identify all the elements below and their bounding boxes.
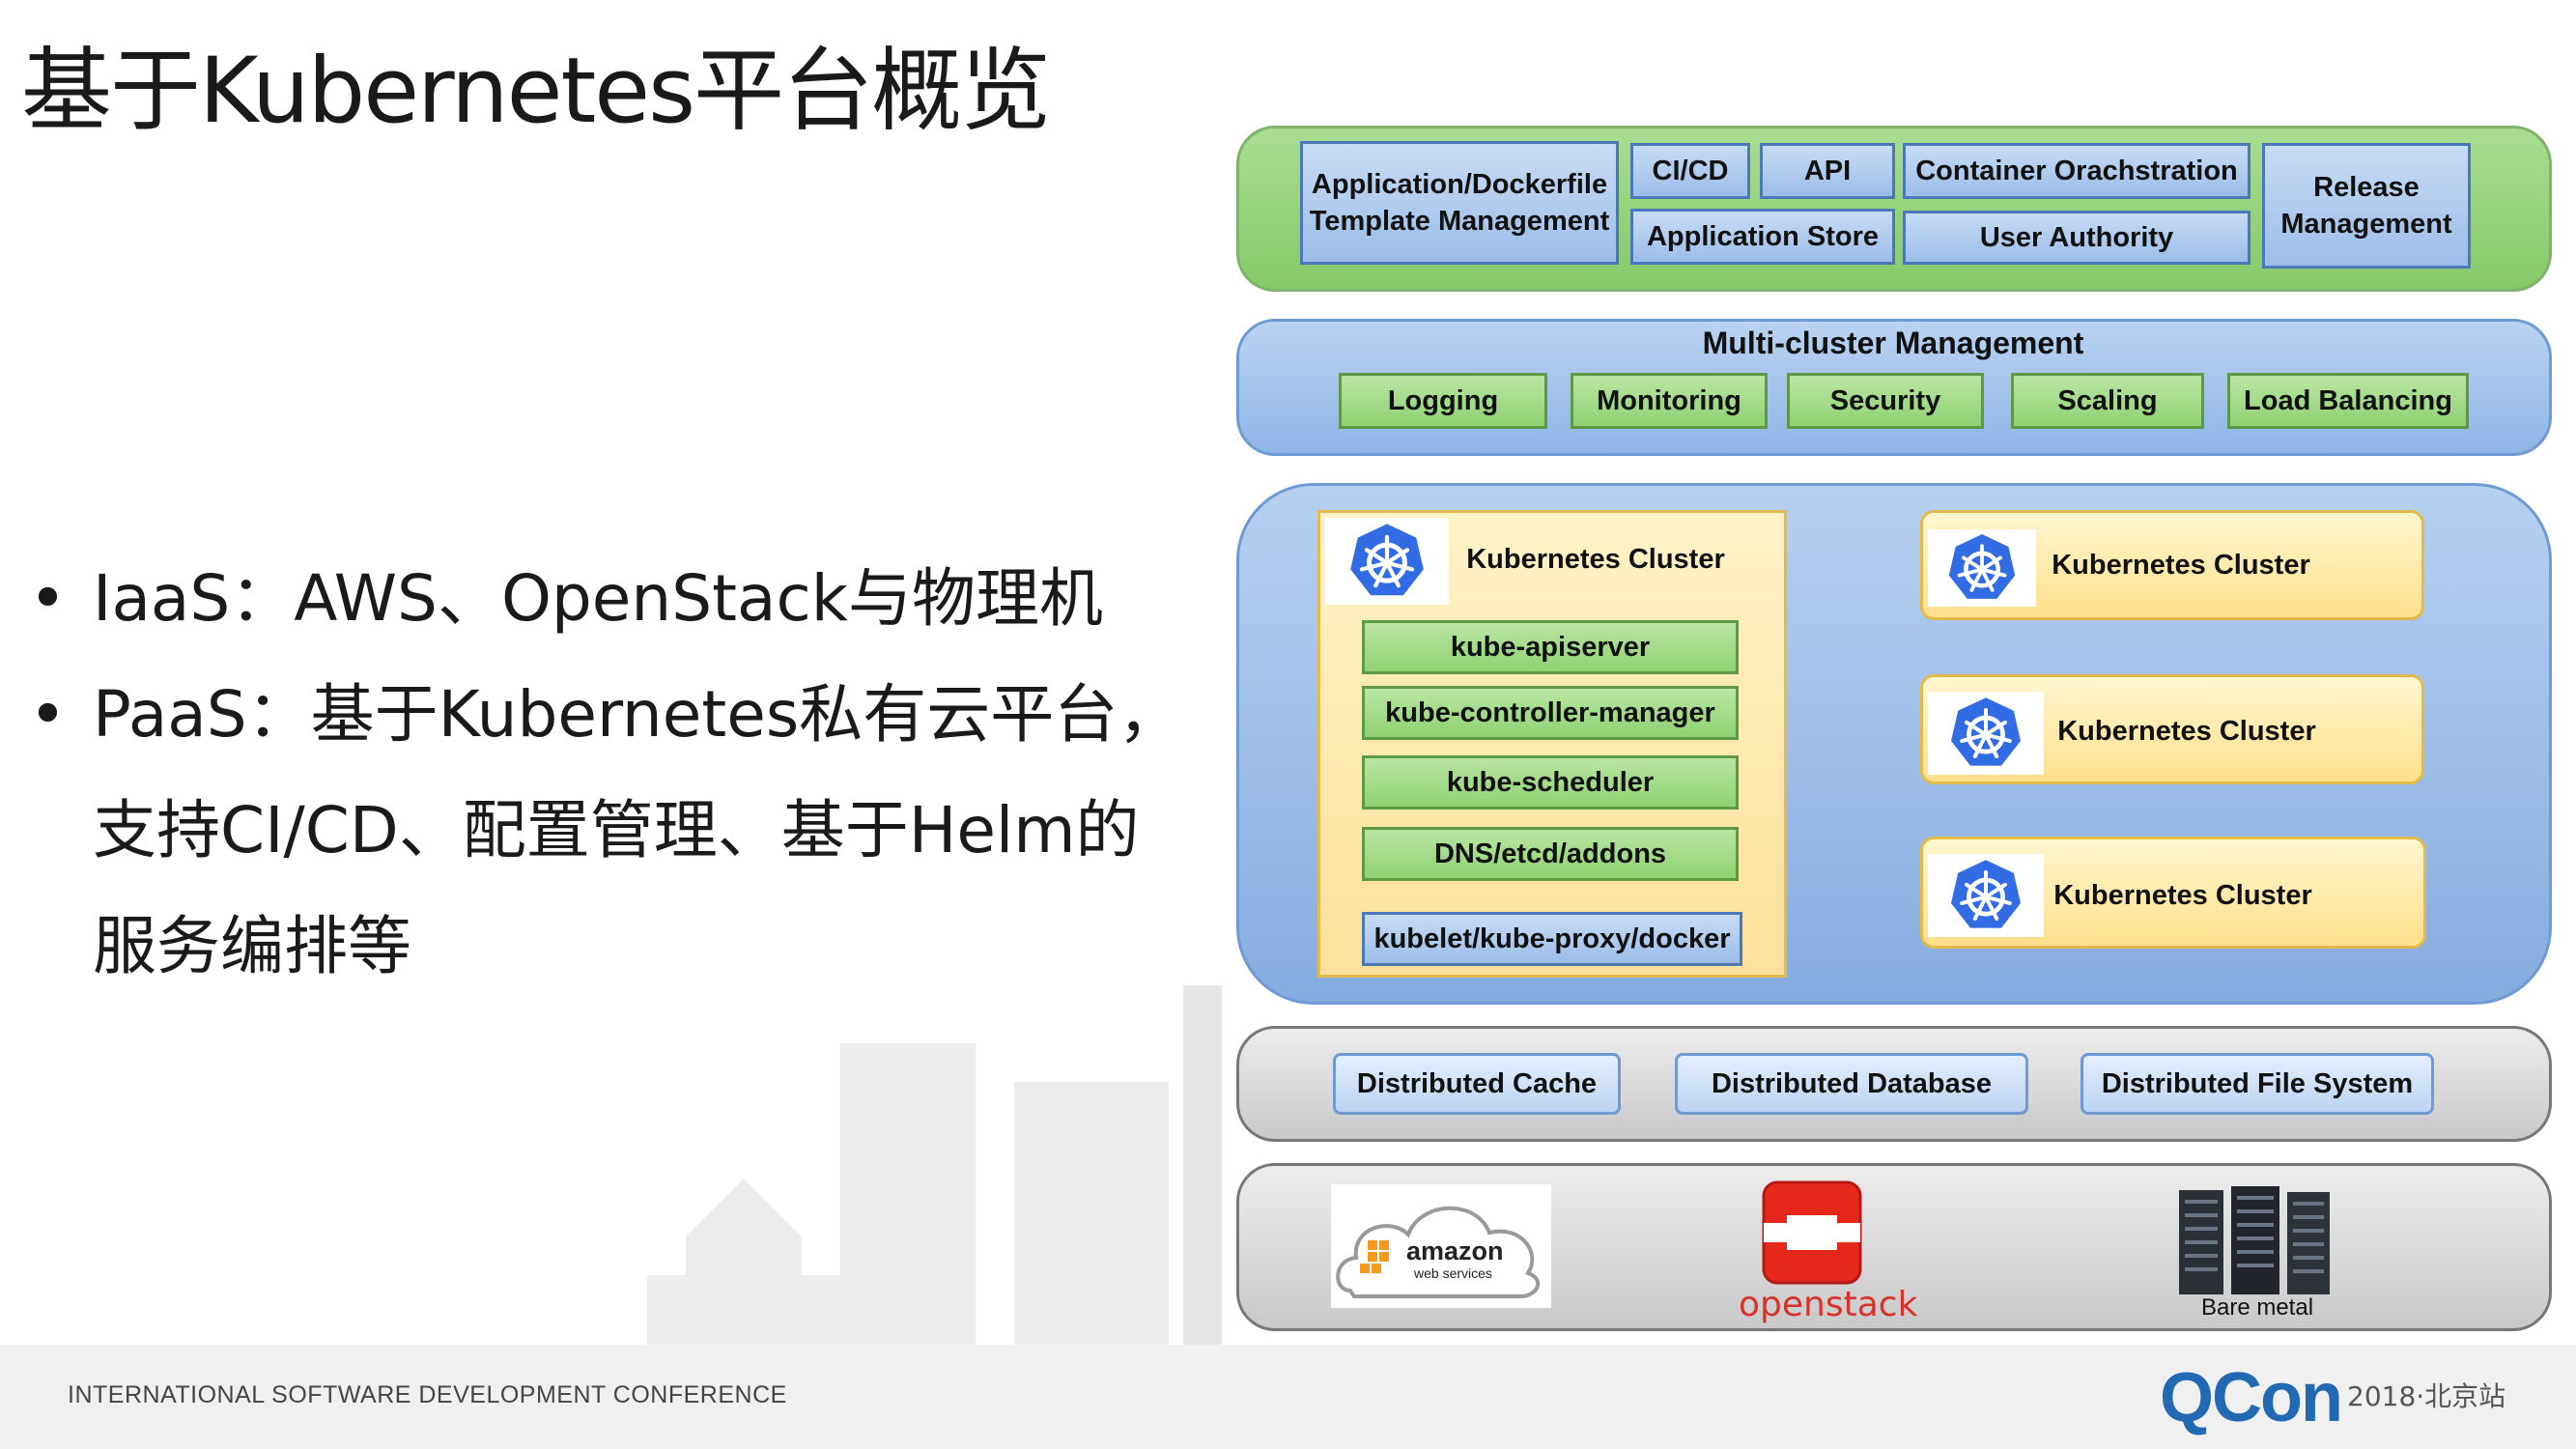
load-balancing-box: Load Balancing [2227,373,2469,429]
kube-apiserver-box: kube-apiserver [1362,620,1739,674]
qcon-edition: 2018·北京站 [2347,1380,2506,1412]
main-cluster-title: Kubernetes Cluster [1466,544,1725,575]
aws-logo-subtext: web services [1414,1265,1492,1281]
monitoring-box: Monitoring [1571,373,1768,429]
slide-title: 基于Kubernetes平台概览 [21,39,1051,144]
cluster-4-title: Kubernetes Cluster [2053,880,2312,911]
multi-cluster-title: Multi-cluster Management [1702,326,2084,360]
aws-logo: amazon web services [1331,1184,1551,1308]
background-skyline [647,1043,1169,1345]
distributed-cache-box: Distributed Cache [1333,1053,1621,1115]
server-rack-icon [2179,1186,2330,1294]
openstack-icon [1762,1180,1862,1285]
kubernetes-logo-icon [1325,518,1449,605]
user-authority-box: User Authority [1903,211,2250,265]
bullet-iaas: • IaaS：AWS、OpenStack与物理机 [29,541,1217,657]
qcon-logo: QCon [2160,1358,2343,1437]
security-box: Security [1787,373,1984,429]
background-tower [1183,985,1222,1345]
kubernetes-logo-icon [1928,529,2036,607]
kubernetes-logo-icon [1928,692,2044,775]
dns-etcd-addons-box: DNS/etcd/addons [1362,827,1739,881]
container-orchestration-box: Container Orachstration [1903,143,2250,199]
distributed-database-box: Distributed Database [1675,1053,2028,1115]
cicd-box: CI/CD [1630,143,1750,199]
bare-metal-label: Bare metal [2200,1294,2314,1321]
cluster-2-title: Kubernetes Cluster [2052,550,2310,581]
release-management-box: Release Management [2262,143,2471,269]
cloud-icon [1336,1206,1541,1298]
application-store-box: Application Store [1630,209,1895,265]
bullet-paas-line2: 支持CI/CD、配置管理、基于Helm的 [93,793,1140,867]
cluster-3-title: Kubernetes Cluster [2057,716,2316,747]
kubernetes-logo-icon [1928,854,2044,937]
bullet-paas: • PaaS：基于Kubernetes私有云平台， [29,657,1217,773]
template-management-box: Application/Dockerfile Template Manageme… [1300,141,1619,265]
kube-scheduler-box: kube-scheduler [1362,755,1739,810]
openstack-logo-text: openstack [1739,1285,1918,1324]
footer-bar [0,1345,2576,1449]
kubelet-proxy-docker-box: kubelet/kube-proxy/docker [1362,912,1742,966]
bullet-dot: • [29,561,67,636]
aws-logo-text: amazon [1406,1236,1504,1265]
bullet-dot: • [29,677,67,752]
bullet-iaas-text: IaaS：AWS、OpenStack与物理机 [93,561,1103,636]
logging-box: Logging [1339,373,1547,429]
qcon-logo-text: QCon [2160,1359,2343,1436]
bullet-paas-text: PaaS：基于Kubernetes私有云平台， [93,677,1182,752]
conference-name: INTERNATIONAL SOFTWARE DEVELOPMENT CONFE… [68,1381,787,1408]
bullet-paas-line3: 服务编排等 [93,909,411,983]
api-box: API [1760,143,1895,199]
kube-controller-manager-box: kube-controller-manager [1362,686,1739,740]
bullet-list: • IaaS：AWS、OpenStack与物理机 • PaaS：基于Kubern… [29,541,1217,1005]
distributed-file-system-box: Distributed File System [2081,1053,2434,1115]
scaling-box: Scaling [2011,373,2204,429]
